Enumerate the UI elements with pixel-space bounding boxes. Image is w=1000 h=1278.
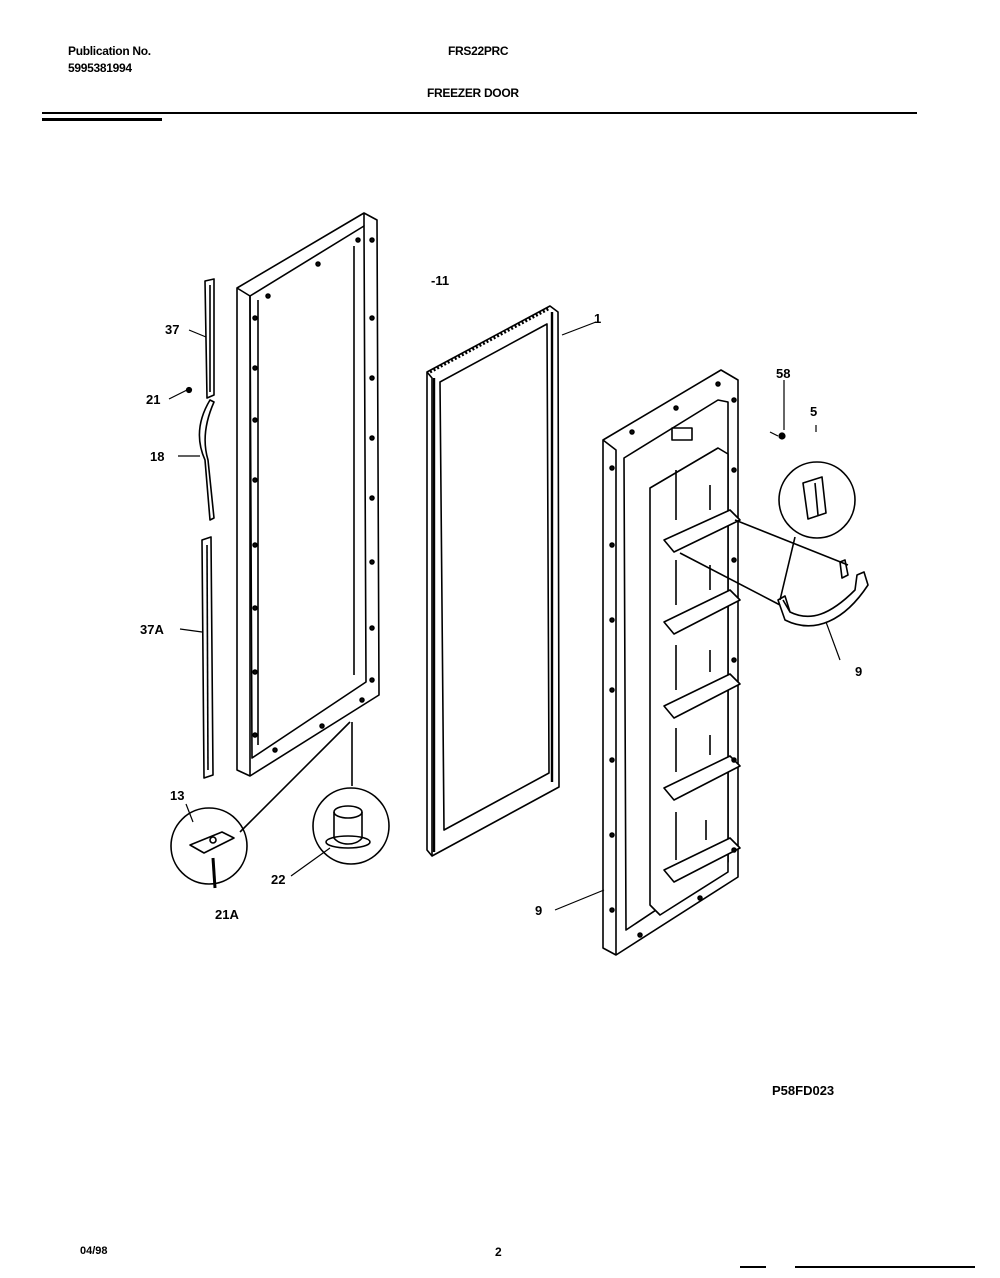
publication-label: Publication No. [68,44,151,58]
door-gasket [426,305,560,857]
publication-date: 04/98 [80,1245,108,1257]
section-title: FREEZER DOOR [427,86,519,100]
header-rule [42,112,917,114]
detail-hinge [170,721,351,889]
callout-58: 58 [776,366,790,381]
diagram-reference-code: P58FD023 [772,1083,835,1098]
callout-37a: 37A [140,622,164,637]
trim-strips [198,278,215,779]
callout-13: 13 [170,788,184,803]
header-rule-accent [42,118,162,121]
callout-22: 22 [271,872,285,887]
footer-rule-short [740,1266,766,1268]
callout-18: 18 [150,449,164,464]
callout-1: 1 [594,311,601,326]
model-number: FRS22PRC [448,44,509,58]
publication-number: 5995381994 [68,61,132,75]
callout-11: -11 [431,273,449,288]
leader-lines [168,321,841,911]
callout-21: 21 [146,392,160,407]
callout-5: 5 [810,404,817,419]
door-outer-panel [236,212,380,777]
callout-9-shelf: 9 [855,664,862,679]
footer-rule-long [795,1266,975,1268]
door-liner [602,369,741,956]
door-shelf [679,519,869,627]
callout-21a: 21A [215,907,239,922]
callout-9-liner: 9 [535,903,542,918]
detail-bushing [312,722,390,865]
callout-37: 37 [165,322,179,337]
page-number: 2 [495,1245,502,1259]
detail-shelf-bracket [778,461,856,601]
